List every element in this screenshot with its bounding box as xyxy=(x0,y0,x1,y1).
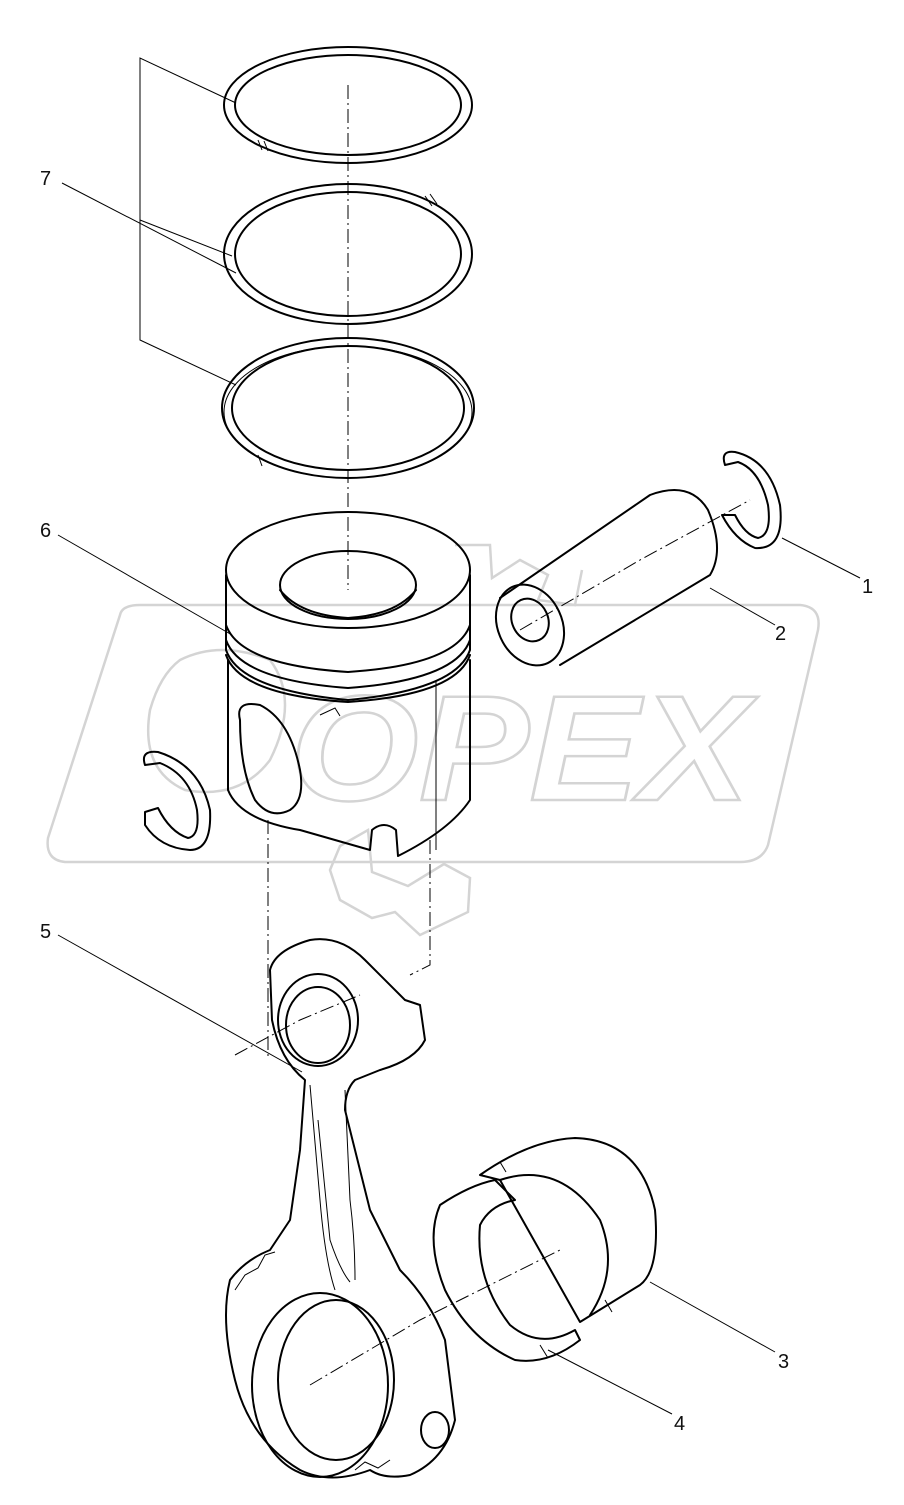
snap-ring-right xyxy=(721,450,782,550)
connecting-rod xyxy=(225,938,456,1479)
watermark-logo: OPEX xyxy=(46,543,820,937)
watermark-brand-text: OPEX xyxy=(290,664,759,832)
small-end-axis-line xyxy=(234,994,361,1056)
leader-7-bracket xyxy=(139,57,237,386)
snap-ring-left xyxy=(142,750,212,851)
piston-ring-top xyxy=(223,46,473,164)
piston-ring-bottom xyxy=(221,337,475,479)
leader-7 xyxy=(61,182,237,274)
bearing-shell-lower xyxy=(432,1179,581,1362)
leader-7-tick xyxy=(139,219,233,257)
callout-5: 5 xyxy=(40,921,51,943)
leader-1 xyxy=(781,537,861,579)
leader-3 xyxy=(649,1281,776,1353)
bearing-shell-upper xyxy=(479,1137,657,1323)
callout-7: 7 xyxy=(40,168,51,190)
callout-4: 4 xyxy=(674,1413,685,1435)
piston-ring-middle xyxy=(223,183,473,325)
callout-6: 6 xyxy=(40,520,51,542)
leader-2 xyxy=(709,587,776,626)
leader-4 xyxy=(547,1349,673,1415)
callout-3: 3 xyxy=(778,1351,789,1373)
piston xyxy=(225,511,471,857)
callout-1: 1 xyxy=(862,576,873,598)
big-end-axis-line xyxy=(309,1249,561,1386)
leader-6 xyxy=(57,534,233,636)
callout-2: 2 xyxy=(775,623,786,645)
rod-projection-line-right xyxy=(409,840,431,976)
piston-pin xyxy=(494,489,719,667)
pin-axis-line xyxy=(519,499,751,631)
leader-5 xyxy=(57,934,303,1073)
